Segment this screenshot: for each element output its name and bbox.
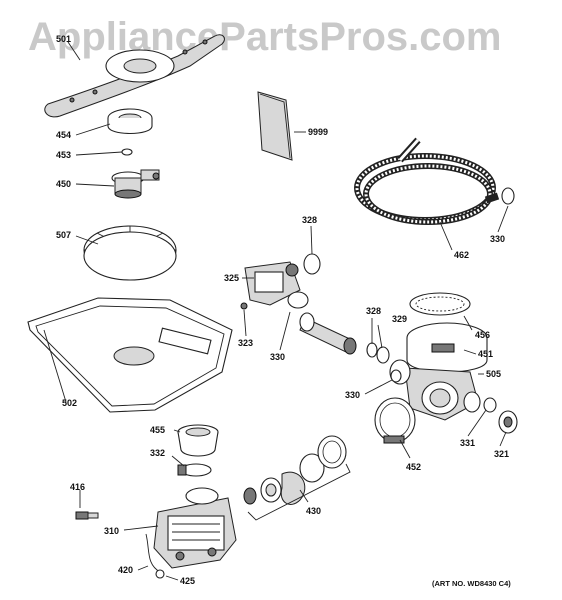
impeller-group — [243, 435, 351, 521]
filter-screen — [83, 225, 177, 281]
callout-430: 430 — [306, 506, 321, 516]
clamp-330-c — [390, 369, 402, 383]
callout-425: 425 — [180, 576, 195, 586]
callout-330: 330 — [345, 390, 360, 400]
callout-453: 453 — [56, 150, 71, 160]
seal-328-b — [366, 342, 378, 358]
callout-325: 325 — [224, 273, 239, 283]
callout-462: 462 — [454, 250, 469, 260]
callout-452: 452 — [406, 462, 421, 472]
nut-425 — [155, 569, 165, 579]
callout-502: 502 — [62, 398, 77, 408]
callout-454: 454 — [56, 130, 71, 140]
clamp-332 — [177, 463, 212, 477]
literature-9999 — [257, 91, 293, 161]
watermark: AppliancePartsPros.com — [28, 15, 502, 59]
callout-331: 331 — [460, 438, 475, 448]
band-clamp — [374, 397, 416, 444]
callout-labels: 501 454 453 450 9999 328 507 325 462 330… — [56, 34, 509, 586]
art-number: (ART NO. WD8430 C4) — [432, 579, 511, 588]
callout-332: 332 — [150, 448, 165, 458]
callout-501: 501 — [56, 34, 71, 44]
upper-spray-arm — [44, 34, 225, 118]
callout-507: 507 — [56, 230, 71, 240]
wire-420 — [145, 533, 161, 573]
callout-416: 416 — [70, 482, 85, 492]
o-ring-453 — [121, 148, 133, 156]
pump-motor — [153, 487, 237, 569]
callout-321: 321 — [494, 449, 509, 459]
callout-505: 505 — [486, 369, 501, 379]
spray-arm-hub — [107, 108, 153, 135]
seal-328-a — [303, 253, 321, 275]
callout-450: 450 — [56, 179, 71, 189]
diverter-valve — [244, 261, 309, 309]
callout-420: 420 — [118, 565, 133, 575]
callout-330: 330 — [270, 352, 285, 362]
drain-hose — [354, 137, 500, 225]
leader-lines — [43, 41, 509, 581]
callout-9999: 9999 — [308, 127, 328, 137]
callout-328: 328 — [366, 306, 381, 316]
callout-310: 310 — [104, 526, 119, 536]
cup-455 — [177, 424, 219, 457]
gasket-329 — [376, 346, 390, 364]
callout-451: 451 — [478, 349, 493, 359]
sump-housing — [389, 322, 488, 421]
callout-329: 329 — [392, 314, 407, 324]
callout-323: 323 — [238, 338, 253, 348]
clamp-330-a — [501, 187, 515, 205]
sump-base — [27, 297, 233, 413]
callout-330: 330 — [490, 234, 505, 244]
spray-tube-assembly — [111, 169, 160, 199]
gasket-331 — [483, 397, 497, 413]
callout-328: 328 — [302, 215, 317, 225]
callout-456: 456 — [475, 330, 490, 340]
callout-455: 455 — [150, 425, 165, 435]
bolt-416 — [75, 511, 99, 520]
grommet-323 — [240, 302, 248, 310]
supply-pipe — [299, 312, 357, 355]
filter-ring — [409, 292, 471, 316]
check-valve-321 — [498, 410, 518, 434]
